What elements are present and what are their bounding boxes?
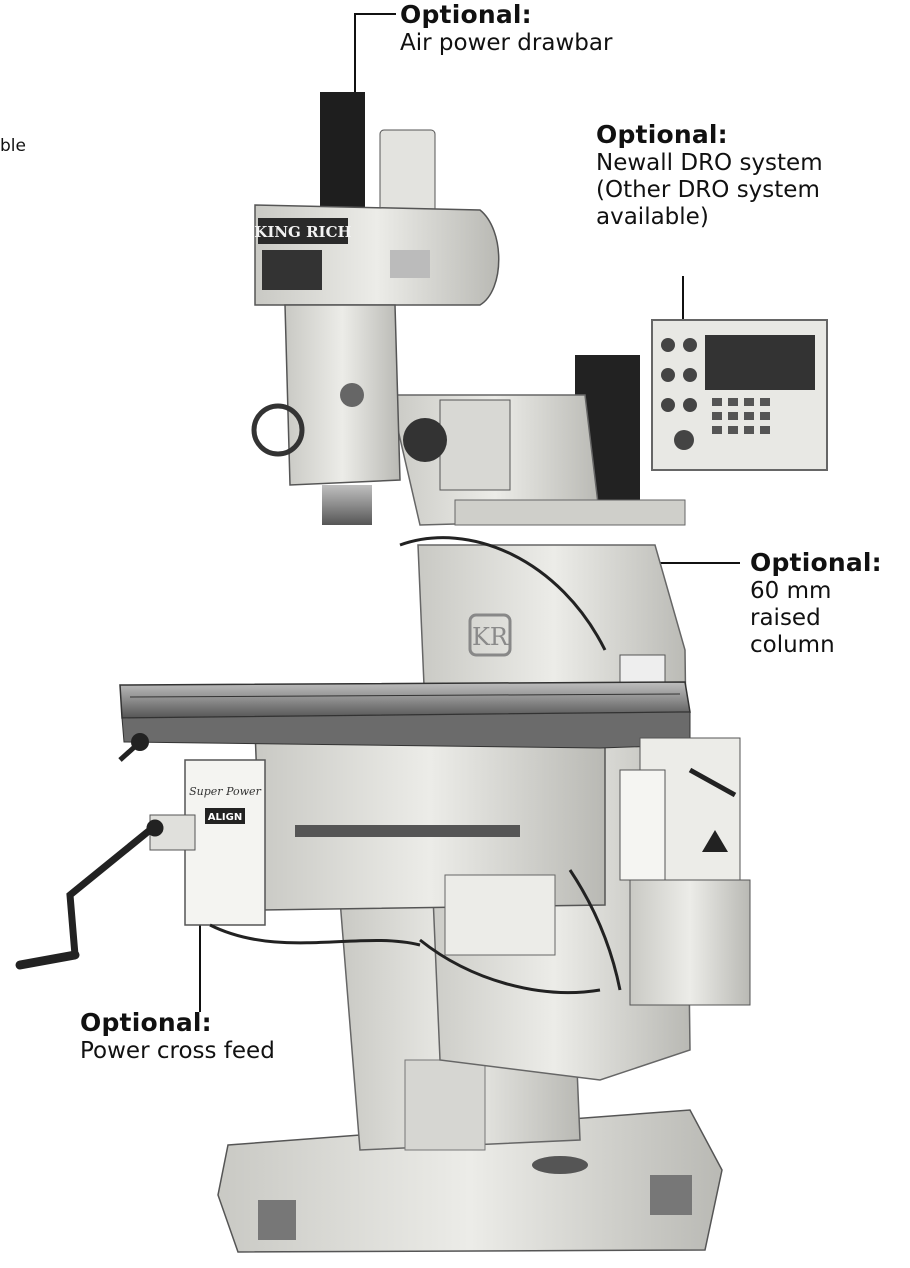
dro-display bbox=[575, 319, 828, 505]
left-power-feed: Super Power ALIGN bbox=[149, 759, 266, 926]
work-table bbox=[118, 681, 691, 762]
air-drawbar-motor bbox=[320, 92, 365, 212]
callout-text: available) bbox=[596, 203, 709, 230]
callout-text: 60 mm bbox=[750, 577, 832, 604]
callout-leaders bbox=[199, 13, 740, 1012]
callout-text: (Other DRO system bbox=[596, 176, 820, 203]
ram-turret bbox=[389, 394, 686, 526]
cables bbox=[209, 536, 622, 994]
callout-heading: Optional: bbox=[596, 120, 728, 149]
power-feed-tag: ALIGN bbox=[208, 812, 242, 823]
callout-dro: Optional: Newall DRO system (Other DRO s… bbox=[596, 120, 823, 231]
milling-head: KING RICH bbox=[251, 92, 500, 525]
callout-text: Power cross feed bbox=[80, 1037, 275, 1064]
machine-base bbox=[217, 1109, 723, 1253]
power-feed-label: Super Power bbox=[189, 785, 261, 798]
hand-crank bbox=[15, 819, 164, 970]
callout-heading: Optional: bbox=[750, 548, 882, 577]
callout-text: Air power drawbar bbox=[400, 29, 613, 56]
callout-power-cross-feed: Optional: Power cross feed bbox=[80, 1008, 275, 1065]
callout-heading: Optional: bbox=[80, 1008, 212, 1037]
callout-raised-column: Optional: 60 mm raised column bbox=[750, 548, 882, 659]
right-power-feed bbox=[619, 737, 751, 1006]
cropped-text-fragment: ble bbox=[0, 136, 26, 156]
brand-plate: KING RICH bbox=[254, 223, 351, 241]
column-badge: KR bbox=[472, 623, 509, 651]
callout-text: column bbox=[750, 631, 835, 658]
callout-text: raised bbox=[750, 604, 821, 631]
callout-air-drawbar: Optional: Air power drawbar bbox=[400, 0, 612, 57]
callout-text: Newall DRO system bbox=[596, 149, 823, 176]
callout-heading: Optional: bbox=[400, 0, 532, 29]
